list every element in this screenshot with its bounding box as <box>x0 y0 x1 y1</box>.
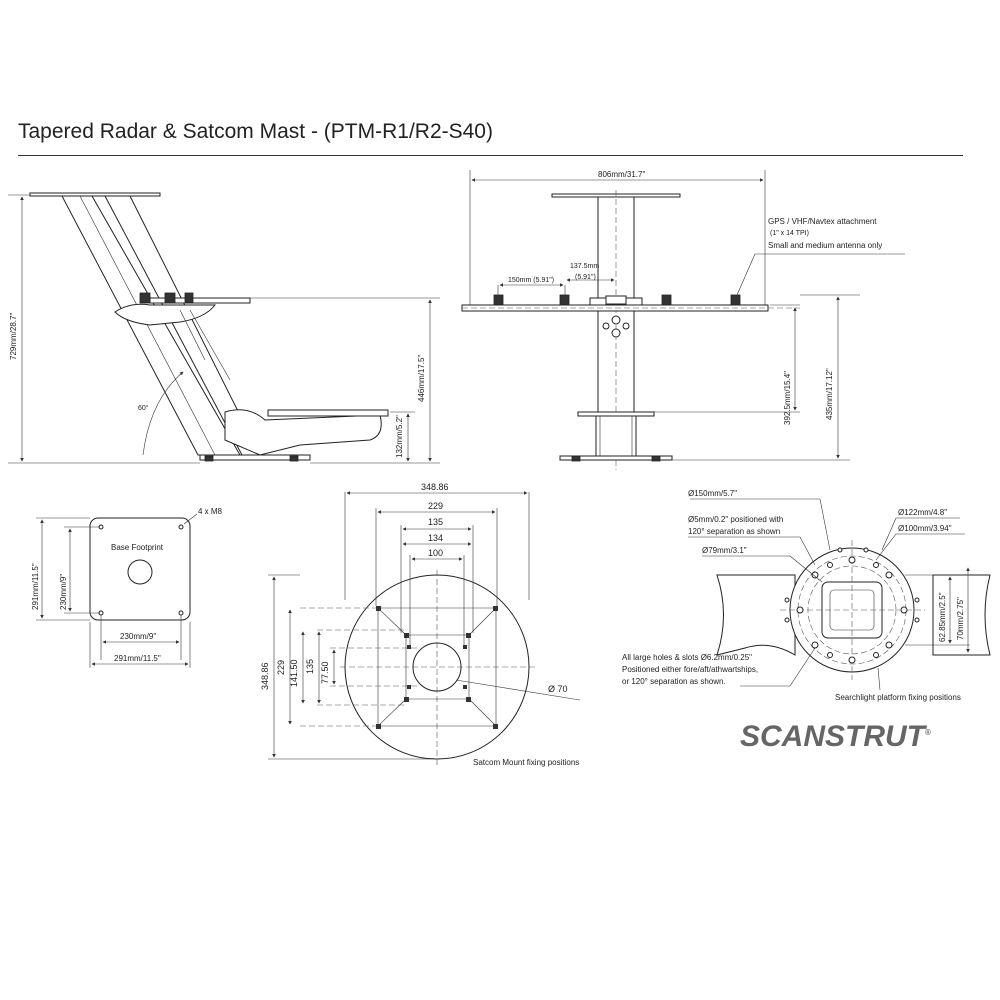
searchlight-caption: Searchlight platform fixing positions <box>835 693 961 702</box>
searchlight-v62: 62.85mm/2.5" <box>938 592 947 642</box>
front-view: 806mm/31.7" 150mm (5.91") 137.5mm (5.91"… <box>461 170 905 470</box>
side-angle-label: 60° <box>138 404 149 412</box>
satcom-h-348: 348.86 <box>421 482 449 492</box>
satcom-v-348: 348.86 <box>260 662 270 690</box>
gps-note-2: (1" x 14 TPI) <box>770 230 809 237</box>
base-footprint-view: Base Footprint 4 x M8 291mm/11.5" 230mm/… <box>31 507 223 668</box>
searchlight-d122: Ø122mm/4.8" <box>898 508 947 517</box>
satcom-h-135: 135 <box>428 517 443 527</box>
side-height-platform: 446mm/17.5" <box>417 355 426 402</box>
front-spacing-150: 150mm (5.91") <box>508 277 554 284</box>
satcom-v-141: 141.50 <box>289 659 299 687</box>
side-height-lower: 132mm/5.2" <box>395 415 404 458</box>
searchlight-note-3: or 120° separation as shown. <box>622 677 726 686</box>
front-width: 806mm/31.7" <box>598 170 645 179</box>
base-label: Base Footprint <box>111 543 164 552</box>
satcom-h-134: 134 <box>428 533 443 543</box>
searchlight-d79: Ø79mm/3.1" <box>702 546 747 555</box>
front-spacing-137-in: (5.91") <box>575 274 596 281</box>
base-bolts: 4 x M8 <box>198 507 223 516</box>
satcom-dia: Ø 70 <box>548 684 568 694</box>
satcom-caption: Satcom Mount fixing positions <box>473 758 579 767</box>
satcom-v-135: 135 <box>305 659 315 674</box>
base-dim-291-h: 291mm/11.5" <box>114 654 161 663</box>
base-dim-230-h: 230mm/9" <box>120 632 156 641</box>
searchlight-view: 62.85mm/2.5" 70mm/2.75" Ø150mm/5.7" Ø5mm… <box>622 489 991 702</box>
front-height-392: 392.5mm/15.4" <box>783 371 792 425</box>
searchlight-d5: Ø5mm/0.2" positioned with <box>688 515 783 524</box>
title-divider <box>18 155 963 156</box>
searchlight-note-1: All large holes & slots Ø6.2mm/0.25" <box>622 653 752 662</box>
searchlight-d150: Ø150mm/5.7" <box>688 489 737 498</box>
front-height-435: 435mm/17.12" <box>825 368 834 420</box>
gps-note-1: GPS / VHF/Navtex attachment <box>768 217 877 226</box>
satcom-h-229: 229 <box>428 501 443 511</box>
scanstrut-logo: SCANSTRUT® <box>740 720 931 754</box>
searchlight-note-2: Positioned either fore/aft/athwartships, <box>622 665 758 674</box>
base-dim-230-v: 230mm/9" <box>59 574 68 610</box>
brand-mark: ® <box>925 728 931 737</box>
side-view: 729mm/28.7" 60° 446mm/17.5" 132mm/5.2" <box>8 192 440 464</box>
side-height-total: 729mm/28.7" <box>9 313 18 360</box>
satcom-h-100: 100 <box>428 548 443 558</box>
page-title: Tapered Radar & Satcom Mast - (PTM-R1/R2… <box>18 120 493 143</box>
front-spacing-137: 137.5mm <box>570 263 599 270</box>
base-dim-291-v: 291mm/11.5" <box>31 563 40 610</box>
gps-note-3: Small and medium antenna only <box>768 241 882 250</box>
searchlight-d100: Ø100mm/3.94" <box>898 524 952 533</box>
brand-name: SCANSTRUT <box>740 720 925 753</box>
satcom-mount-view: 348.86 229 135 134 100 348.86 229 141.50… <box>260 482 581 767</box>
searchlight-v70: 70mm/2.75" <box>956 597 965 640</box>
satcom-v-77: 77.50 <box>320 661 330 684</box>
searchlight-d5b: 120° separation as shown <box>688 527 780 536</box>
satcom-v-229: 229 <box>276 660 286 675</box>
